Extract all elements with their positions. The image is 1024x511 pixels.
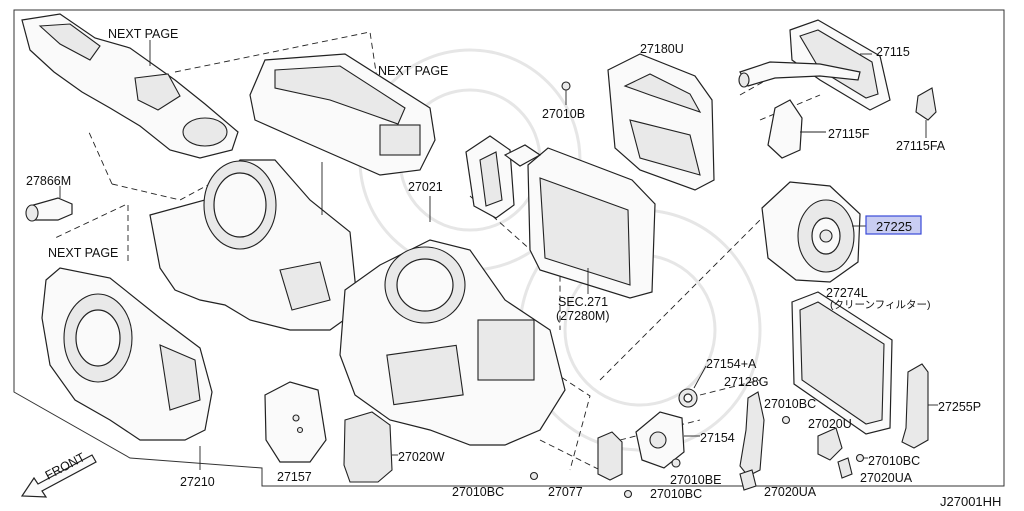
callout-27010BE: 27010BE	[670, 473, 721, 487]
clip-27020UA-b	[837, 457, 853, 479]
callout-27021: 27021	[408, 180, 443, 194]
callout-next-page-mid: NEXT PAGE	[378, 64, 448, 78]
callout-27866M: 27866M	[26, 174, 71, 188]
duct-lower-left	[41, 267, 213, 441]
callout-27010BC-c: 27010BC	[452, 485, 504, 499]
callout-27010BC-a: 27010BC	[764, 397, 816, 411]
callout-27154: 27154	[700, 431, 735, 445]
callout-27255P: 27255P	[938, 400, 981, 414]
motor-27020U	[817, 427, 843, 461]
actuator-27154	[635, 411, 700, 469]
callout-27225-highlight[interactable]	[865, 215, 922, 235]
callout-27020UA-b: 27020UA	[860, 471, 913, 485]
cabin-filter-27274L	[791, 291, 893, 435]
heater-core-27115	[738, 19, 891, 111]
blower-motor-27225	[761, 181, 866, 283]
callout-27020UA-a: 27020UA	[764, 485, 817, 499]
callout-sec271: SEC.271	[558, 295, 608, 309]
callout-27274L-sub: (クリーンフィルター)	[830, 299, 930, 311]
front-arrow-icon	[20, 454, 97, 498]
aspirator-hose	[25, 186, 73, 222]
filter-grill-27180U	[607, 53, 715, 191]
callout-27274L: 27274L	[826, 286, 868, 300]
screw-27010BC-d	[623, 489, 633, 499]
diagram-frame	[13, 9, 1005, 487]
evaporator-core	[503, 144, 656, 299]
screw-27010BE	[671, 458, 681, 468]
distribution-frame	[249, 53, 436, 176]
callout-sec271-sub: (27280M)	[556, 309, 610, 323]
callout-27010BC-d: 27010BC	[650, 487, 702, 501]
callout-next-page-top: NEXT PAGE	[108, 27, 178, 41]
callout-27225[interactable]: 27225	[876, 219, 912, 234]
screw-27010BC-a	[781, 415, 791, 425]
diagram-code: J27001HH	[940, 494, 1001, 509]
callout-27020W: 27020W	[398, 450, 445, 464]
callout-27115F: 27115F	[828, 127, 870, 141]
clip-27020UA-a	[739, 469, 757, 491]
callout-27115: 27115	[876, 45, 910, 59]
actuator-27020W	[343, 411, 398, 483]
heater-unit-housing	[149, 159, 359, 331]
link-27077	[597, 431, 623, 481]
callout-27157: 27157	[277, 470, 312, 484]
air-mix-cover	[264, 381, 327, 463]
screw-27010B	[561, 81, 571, 105]
callout-27154A: 27154+A	[706, 357, 757, 371]
actuator-27128G	[739, 391, 765, 477]
evaporator-seal	[465, 135, 515, 219]
screw-27010BC-c	[529, 471, 539, 481]
callout-27210: 27210	[180, 475, 215, 489]
duct-top-left	[21, 13, 239, 159]
callout-27010B: 27010B	[542, 107, 585, 121]
callout-27077: 27077	[548, 485, 583, 499]
callout-27180U: 27180U	[640, 42, 684, 56]
filter-cover-27255P	[901, 363, 938, 449]
callout-27115FA: 27115FA	[896, 139, 946, 153]
bracket-27115FA	[915, 87, 937, 138]
heater-lower-case	[339, 239, 566, 446]
heater-pipe-clip-27115F	[767, 99, 826, 159]
grommet-27154A	[678, 365, 707, 408]
screw-27010BC-b	[855, 453, 865, 463]
callout-27020U: 27020U	[808, 417, 852, 431]
callout-next-page-left: NEXT PAGE	[48, 246, 118, 260]
callout-27128G: 27128G	[724, 375, 768, 389]
callout-27010BC-b: 27010BC	[868, 454, 920, 468]
